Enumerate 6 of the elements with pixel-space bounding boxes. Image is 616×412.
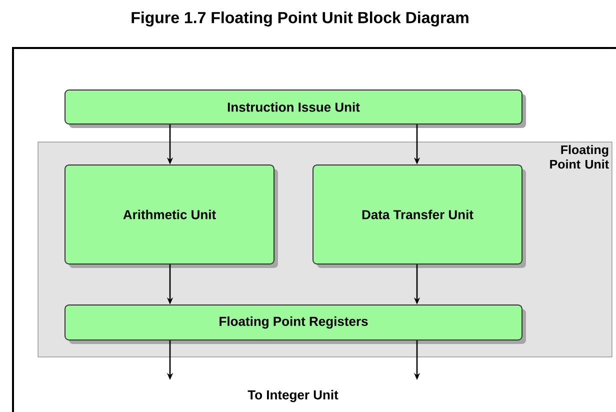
unit-box: Arithmetic Unit — [64, 164, 278, 268]
unit-box: Instruction Issue Unit — [64, 90, 526, 128]
title: Figure 1.7 Floating Point Unit Block Diagram — [132, 12, 468, 26]
output-label: To Integer Unit — [248, 390, 338, 402]
unit-box: Data Transfer Unit — [312, 164, 526, 268]
unit-box: Floating Point Registers — [64, 304, 526, 344]
